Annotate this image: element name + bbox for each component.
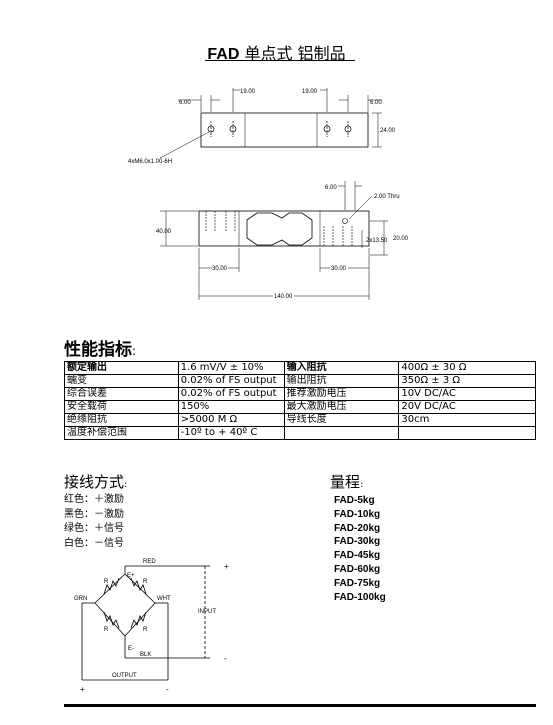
label-blk: BLK bbox=[140, 652, 151, 658]
label-r: R bbox=[143, 627, 148, 633]
table-row: 蠕变 0.02% of FS output 输出阻抗 350Ω ± 3 Ω bbox=[64, 374, 536, 388]
list-item: 红色：＋激励 bbox=[64, 494, 124, 505]
bottom-divider bbox=[64, 704, 536, 707]
title-model: FAD bbox=[207, 46, 240, 63]
input-plus: + bbox=[224, 562, 229, 571]
dim-2x13: 2x13.50 bbox=[366, 238, 388, 244]
list-item: FAD-10kg bbox=[334, 508, 381, 520]
dim-top-left-19: 19.00 bbox=[240, 89, 256, 95]
list-item: FAD-30kg bbox=[334, 536, 381, 548]
spec-key bbox=[283, 426, 400, 440]
spec-title: 性能指标: bbox=[64, 340, 137, 360]
label-grn: GRN bbox=[74, 596, 87, 602]
table-row: 温度补偿范围 -10º to + 40º C bbox=[64, 426, 536, 440]
dim-side-6: 6.00 bbox=[325, 185, 337, 191]
title-description: 单点式 铝制品 bbox=[239, 44, 346, 63]
list-item: FAD-100kg bbox=[334, 591, 386, 603]
spec-value: -10º to + 40º C bbox=[177, 426, 285, 440]
dim-length-140: 140.00 bbox=[274, 294, 293, 300]
dimension-drawing: 6.00 19.00 19.00 6.00 24.00 4xM6.0x1.00-… bbox=[128, 88, 409, 300]
list-item: 绿色：＋信号 bbox=[64, 523, 124, 534]
spec-table: 额定输出 1.6 mV/V ± 10% 输入阻抗 400Ω ± 30 Ω 蠕变 … bbox=[64, 361, 536, 440]
label-wht: WHT bbox=[157, 596, 171, 602]
top-dimension-lines bbox=[159, 88, 382, 159]
table-row: 绝缘阻抗 >5000 M Ω 导线长度 30cm bbox=[64, 413, 536, 427]
output-plus: + bbox=[80, 685, 85, 694]
top-view-body bbox=[200, 112, 369, 148]
label-e-plus: E+ bbox=[127, 573, 135, 579]
dim-top-right-19: 19.00 bbox=[302, 89, 318, 95]
label-e-minus: E- bbox=[128, 646, 134, 652]
list-item: FAD-20kg bbox=[334, 522, 381, 534]
dim-height-24: 24.00 bbox=[380, 128, 396, 134]
dim-right-30: 30.00 bbox=[331, 266, 347, 272]
list-item: FAD-60kg bbox=[334, 563, 381, 575]
dim-height-20: 20.00 bbox=[393, 236, 409, 242]
side-dimension-lines bbox=[160, 181, 388, 300]
list-item: 白色：－信号 bbox=[64, 537, 124, 549]
list-item: FAD-5kg bbox=[334, 495, 375, 506]
resistors bbox=[103, 577, 147, 629]
output-minus: - bbox=[166, 685, 169, 694]
label-output: OUTPUT bbox=[112, 673, 137, 679]
list-item: FAD-75kg bbox=[334, 577, 381, 589]
page-title: FAD 单点式 铝制品 bbox=[0, 40, 553, 64]
spec-value bbox=[398, 426, 536, 440]
bridge-wires bbox=[81, 565, 210, 681]
list-item: FAD-45kg bbox=[334, 550, 381, 562]
side-view-hidden-holes bbox=[205, 211, 353, 246]
range-list: FAD-5kg FAD-10kg FAD-20kg FAD-30kg FAD-4… bbox=[334, 494, 386, 604]
dim-top-left-6: 6.00 bbox=[179, 100, 191, 106]
list-item: 黑色：－激励 bbox=[64, 508, 124, 520]
top-view-holes bbox=[207, 121, 352, 137]
label-input: INPUT bbox=[198, 609, 216, 615]
input-minus: - bbox=[224, 654, 227, 663]
title-underline bbox=[205, 60, 355, 61]
side-view-body bbox=[198, 210, 370, 247]
label-r: R bbox=[143, 579, 148, 585]
range-title: 量程: bbox=[330, 473, 364, 491]
wiring-title: 接线方式: bbox=[64, 473, 128, 491]
dim-height-40: 40.00 bbox=[156, 229, 172, 235]
label-r: R bbox=[104, 627, 109, 633]
table-row: 额定输出 1.6 mV/V ± 10% 输入阻抗 400Ω ± 30 Ω bbox=[64, 361, 536, 375]
label-r: R bbox=[104, 579, 109, 585]
dim-left-30: 30.00 bbox=[212, 266, 228, 272]
dim-thru: 2.00 Thru bbox=[374, 194, 400, 200]
wiring-list: 红色：＋激励 黑色：－激励 绿色：＋信号 白色：－信号 bbox=[64, 493, 124, 551]
dim-top-right-6: 6.00 bbox=[370, 100, 382, 106]
label-red: RED bbox=[143, 559, 156, 565]
thread-spec: 4xM6.0x1.00-6H bbox=[128, 159, 172, 165]
